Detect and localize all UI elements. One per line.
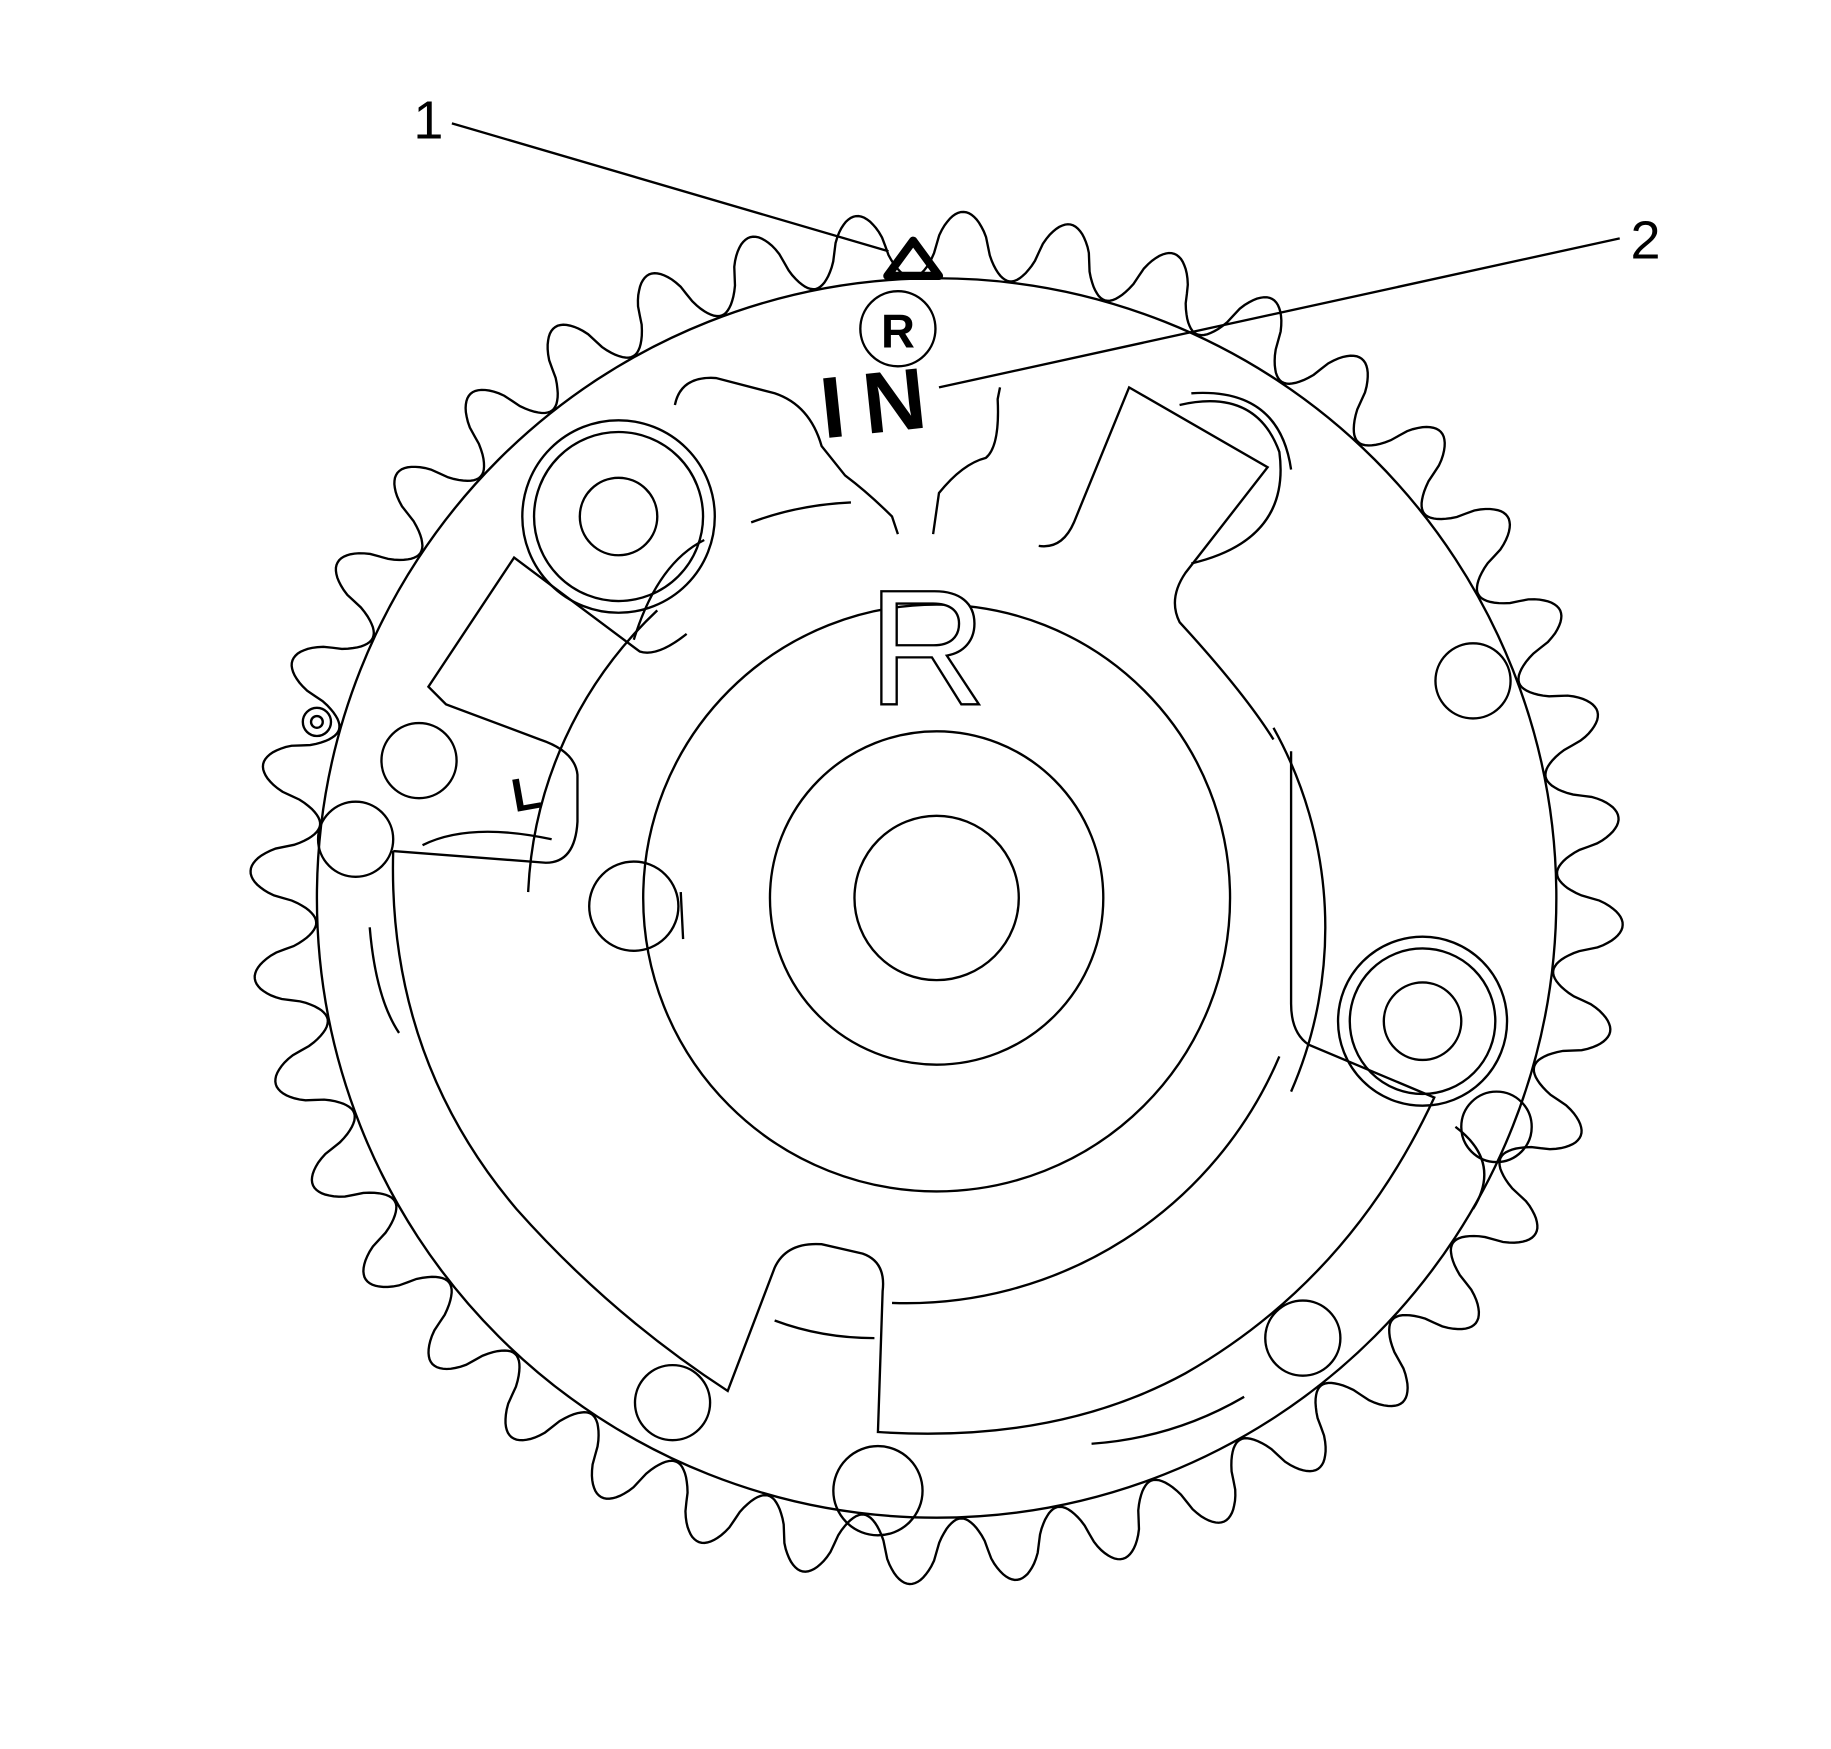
timing-triangle-mark [883, 236, 944, 281]
small-holes [301, 642, 1533, 1537]
l-tab-detail [422, 830, 552, 847]
hole [588, 860, 680, 952]
hole [633, 1363, 712, 1442]
large-letter-mark: R [868, 555, 987, 739]
outer-ring-arcs [527, 609, 1327, 1305]
left-window [393, 555, 688, 864]
lower-window [391, 751, 1436, 1435]
locating-pin-hole [301, 706, 333, 738]
circle-letter-mark: R [881, 306, 915, 358]
upper-window [632, 376, 1002, 641]
bolt-boss-upper-left [521, 419, 716, 614]
bolt-boss-upper-right [1179, 391, 1293, 565]
detail-lines [368, 501, 1486, 1445]
bolt-hole [578, 476, 659, 557]
locating-pin [309, 714, 324, 729]
hole [1434, 642, 1512, 720]
callout-2-label: 2 [1631, 210, 1661, 270]
bolt-boss-lower-right [1336, 935, 1509, 1107]
circle-mark [859, 289, 937, 368]
intake-mark: IN [815, 348, 949, 457]
bolt-boss-ring [1348, 947, 1497, 1096]
sprocket-teeth [249, 210, 1624, 1586]
bolt-hole [1382, 981, 1463, 1062]
callout-1-label: 1 [413, 91, 443, 151]
sprocket-outer-circle [315, 277, 1558, 1519]
inner-ring [642, 603, 1232, 1193]
center-bore [853, 814, 1020, 982]
hole [380, 721, 458, 800]
side-letter-mark: L [507, 766, 544, 822]
callout-2-leader [938, 237, 1620, 389]
hub-circle [768, 730, 1105, 1066]
callout-1-leader [451, 122, 889, 253]
hole [1264, 1299, 1342, 1377]
right-window [1038, 385, 1275, 741]
hole [316, 800, 395, 879]
hole [1460, 1090, 1533, 1164]
bolt-boss-ring [532, 430, 705, 603]
hole [832, 1444, 924, 1537]
